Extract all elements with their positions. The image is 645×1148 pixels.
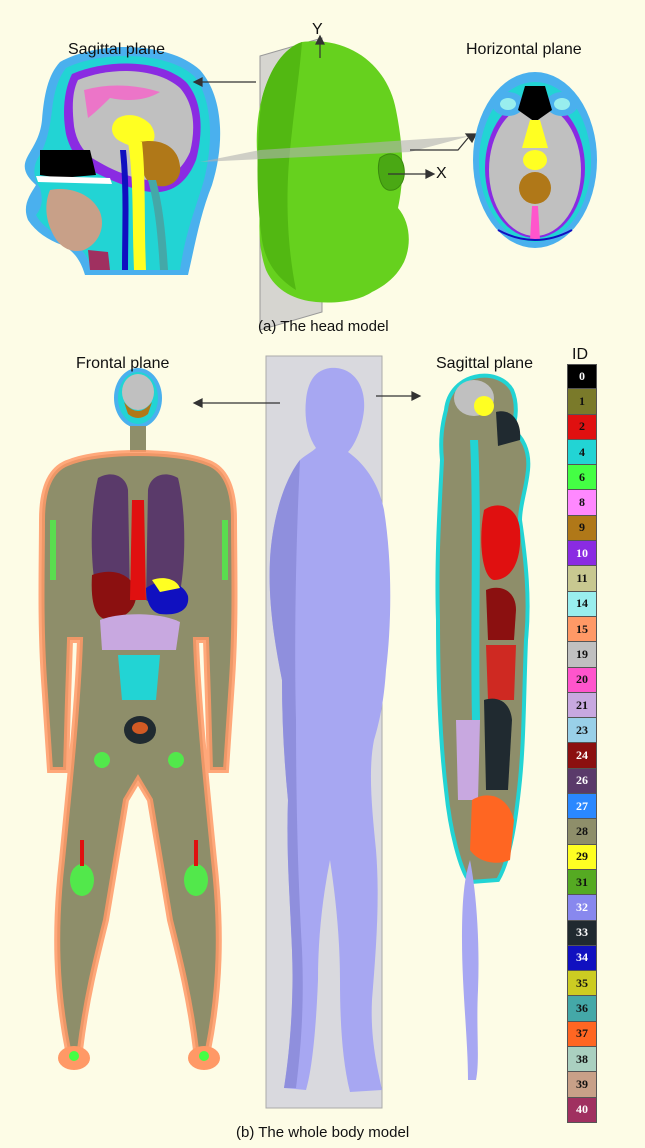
legend-item-id-28: 28 bbox=[567, 819, 597, 844]
legend-item-id-26: 26 bbox=[567, 769, 597, 794]
legend-item-id-23: 23 bbox=[567, 718, 597, 743]
head-sagittal-label: Sagittal plane bbox=[68, 41, 165, 59]
legend-item-id-20: 20 bbox=[567, 668, 597, 693]
head-sagittal-slice bbox=[25, 47, 220, 275]
legend-item-id-9: 9 bbox=[567, 516, 597, 541]
head-horizontal-label: Horizontal plane bbox=[466, 41, 582, 59]
legend-item-id-0: 0 bbox=[567, 364, 597, 389]
legend-item-id-35: 35 bbox=[567, 971, 597, 996]
body-sagittal-slice bbox=[437, 376, 528, 1080]
legend-id-header: ID bbox=[572, 346, 588, 364]
legend-item-id-37: 37 bbox=[567, 1022, 597, 1047]
whole-body-caption: (b) The whole body model bbox=[236, 1124, 409, 1141]
legend-item-id-34: 34 bbox=[567, 946, 597, 971]
legend-item-id-33: 33 bbox=[567, 921, 597, 946]
body-frontal-label: Frontal plane bbox=[76, 355, 169, 373]
legend-item-id-14: 14 bbox=[567, 592, 597, 617]
head-model-caption: (a) The head model bbox=[258, 318, 389, 335]
legend-item-id-11: 11 bbox=[567, 566, 597, 591]
legend-item-id-29: 29 bbox=[567, 845, 597, 870]
legend-item-id-32: 32 bbox=[567, 895, 597, 920]
legend-item-id-10: 10 bbox=[567, 541, 597, 566]
legend-item-id-6: 6 bbox=[567, 465, 597, 490]
legend-item-id-38: 38 bbox=[567, 1047, 597, 1072]
legend-item-id-19: 19 bbox=[567, 642, 597, 667]
legend-item-id-15: 15 bbox=[567, 617, 597, 642]
body-3d-model bbox=[266, 356, 390, 1108]
legend-item-id-8: 8 bbox=[567, 490, 597, 515]
head-horizontal-slice bbox=[473, 72, 597, 248]
legend-item-id-40: 40 bbox=[567, 1098, 597, 1123]
legend-item-id-4: 4 bbox=[567, 440, 597, 465]
legend-item-id-36: 36 bbox=[567, 996, 597, 1021]
legend-item-id-31: 31 bbox=[567, 870, 597, 895]
legend-item-id-27: 27 bbox=[567, 794, 597, 819]
legend-item-id-39: 39 bbox=[567, 1072, 597, 1097]
legend-item-id-2: 2 bbox=[567, 415, 597, 440]
axis-y-label: Y bbox=[312, 21, 323, 39]
axis-x-label: X bbox=[436, 165, 447, 183]
body-frontal-slice bbox=[42, 368, 235, 1070]
tissue-id-legend: 0124689101114151920212324262728293132333… bbox=[567, 364, 599, 1123]
body-sagittal-label: Sagittal plane bbox=[436, 355, 533, 373]
legend-item-id-1: 1 bbox=[567, 389, 597, 414]
legend-item-id-21: 21 bbox=[567, 693, 597, 718]
legend-item-id-24: 24 bbox=[567, 743, 597, 768]
